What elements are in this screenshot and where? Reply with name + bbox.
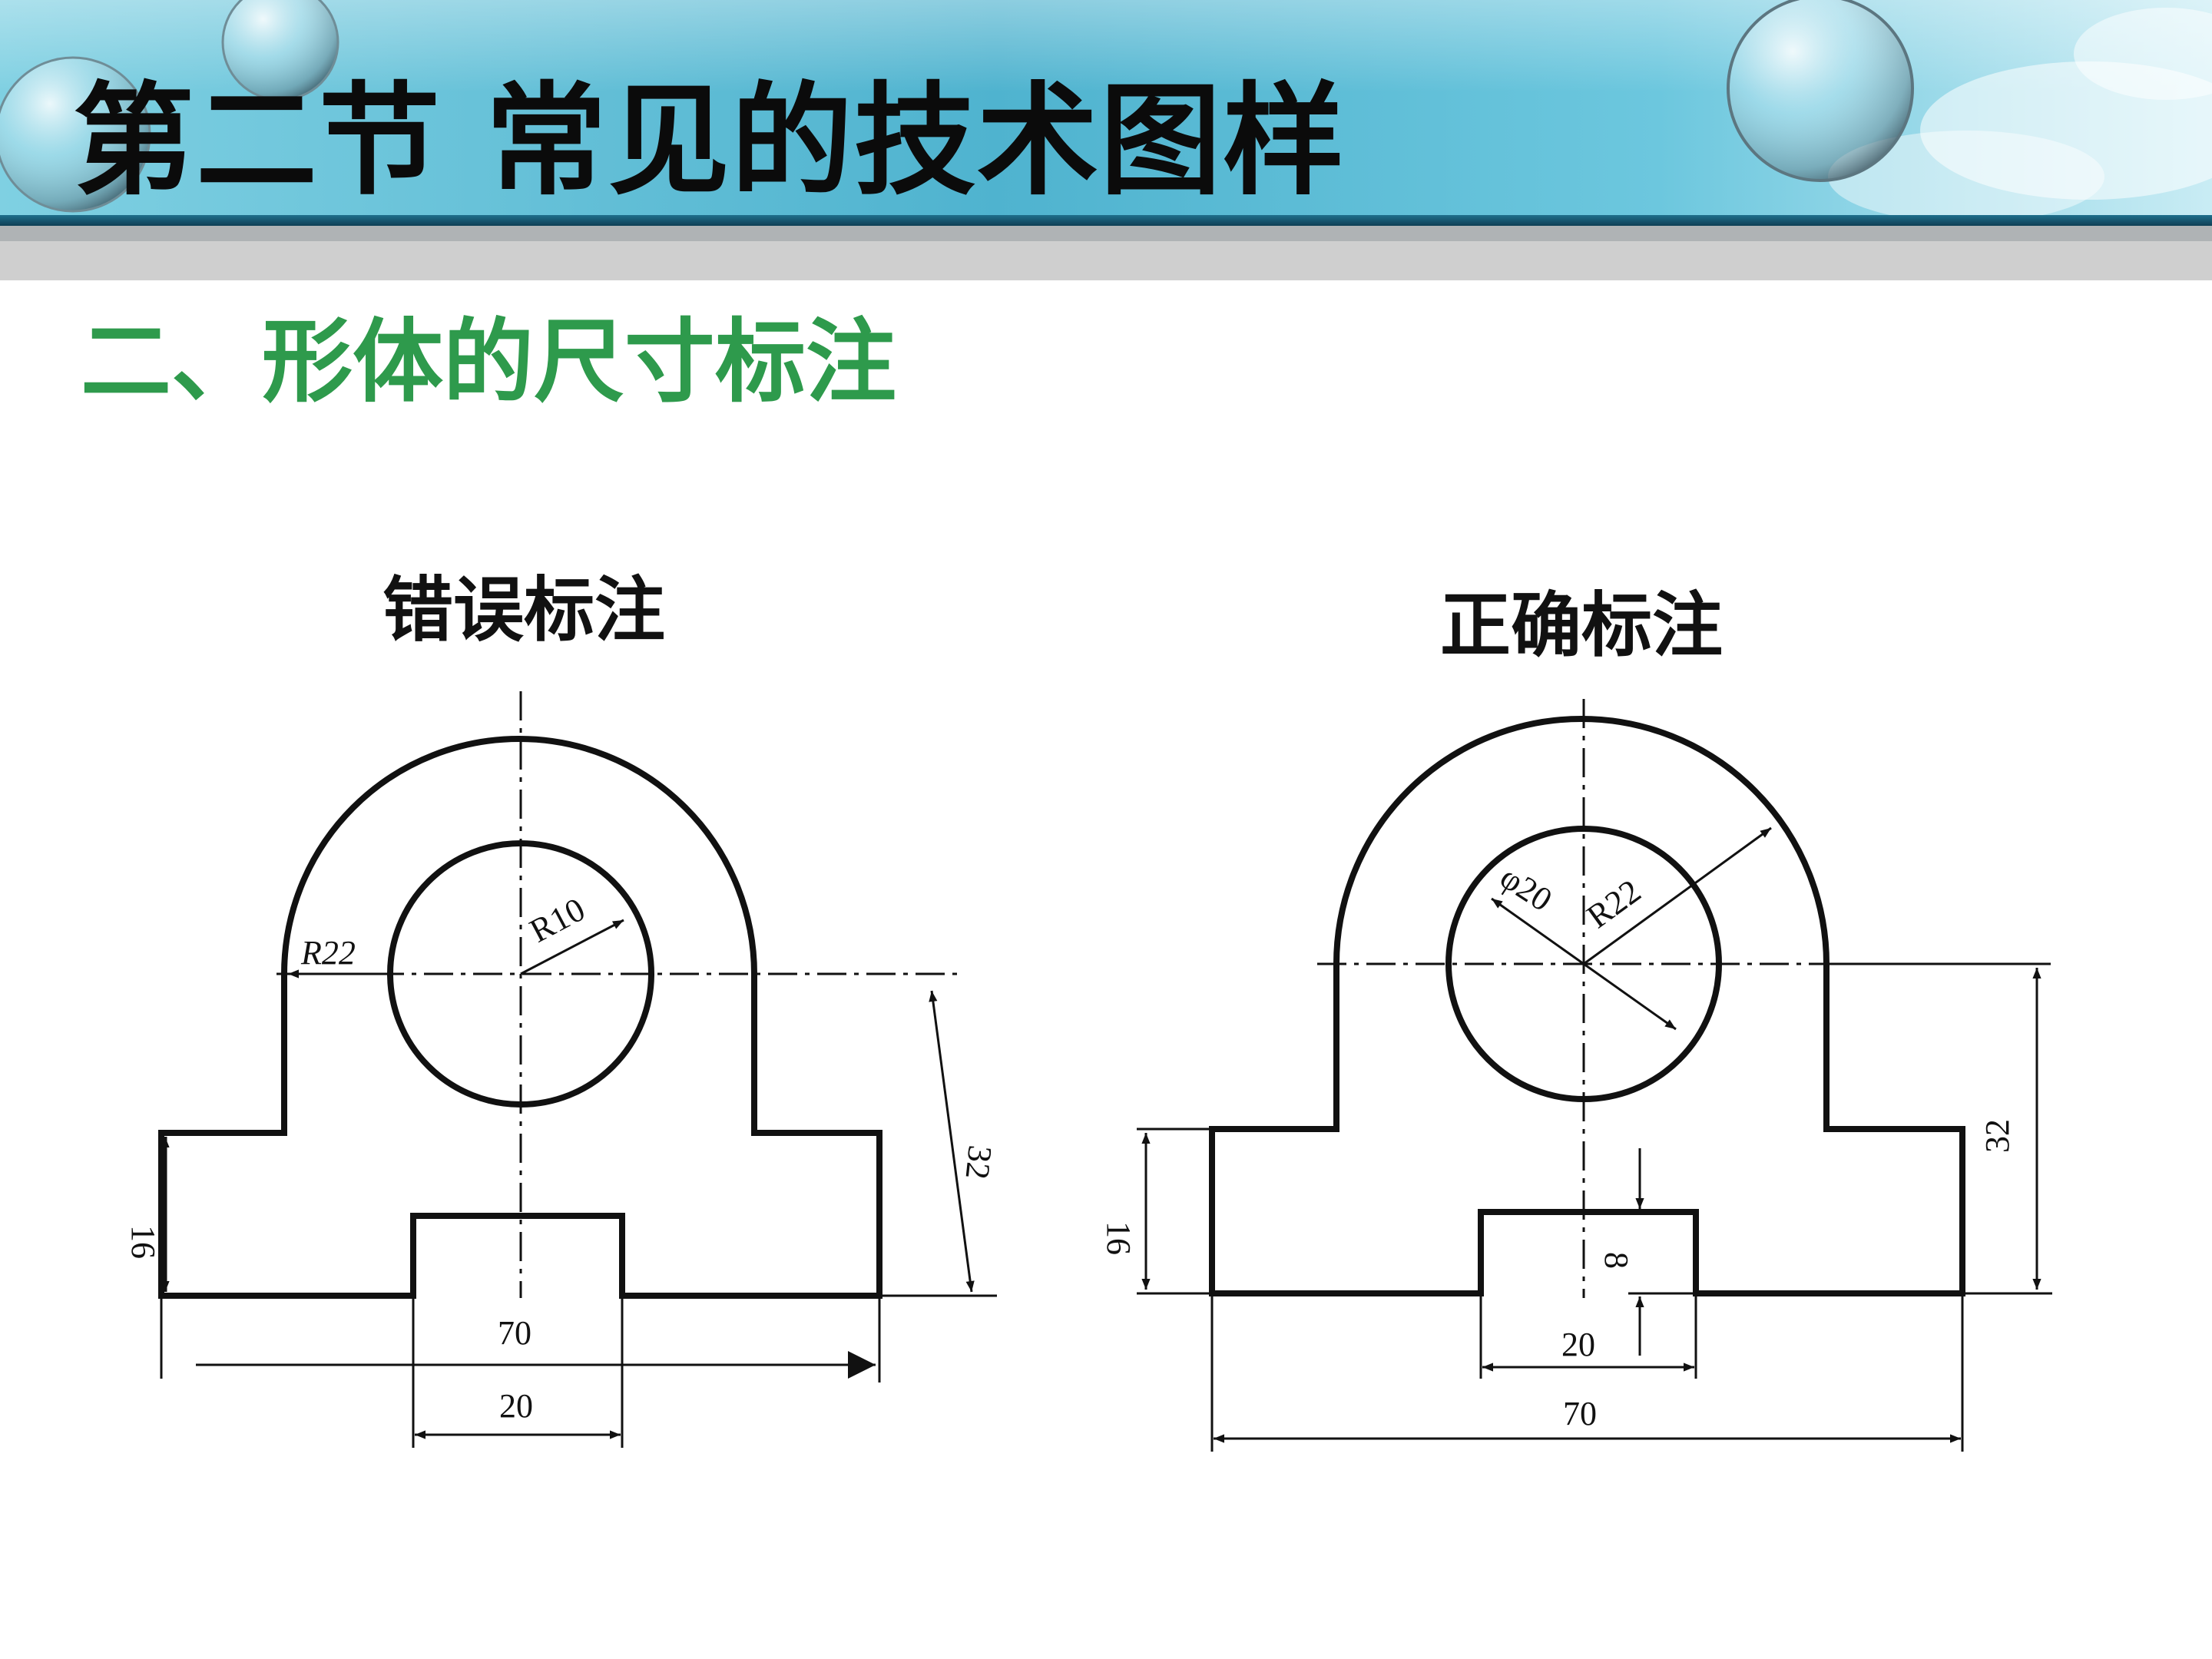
section-heading: 二、形体的尺寸标注 [81, 309, 897, 415]
slide-title: 第二节 常见的技术图样 [73, 71, 1346, 212]
right-dim-8: 8 [1598, 1252, 1635, 1269]
left-caption: 错误标注 [382, 569, 666, 651]
title-banner [0, 0, 2212, 280]
right-dim-16: 16 [1100, 1221, 1137, 1255]
banner-background [0, 0, 2212, 280]
right-drawing: φ20 R22 32 16 8 20 70 [1100, 699, 2052, 1452]
right-outline [1209, 716, 1965, 1296]
left-dim-70: 70 [498, 1314, 531, 1352]
right-caption: 正确标注 [1440, 584, 1724, 667]
left-dim-20: 20 [499, 1387, 533, 1425]
left-dim-16: 16 [124, 1225, 162, 1259]
left-outline [158, 736, 882, 1299]
left-drawing: 32 16 70 20 R10 R22 [124, 691, 999, 1448]
left-dim-32: 32 [958, 1144, 998, 1181]
left-dim-r22: R22 [300, 934, 356, 972]
right-dim-32: 32 [1979, 1119, 2016, 1153]
right-dim-20: 20 [1561, 1326, 1595, 1363]
right-dim-phi20: φ20 [1494, 858, 1559, 919]
right-dim-70: 70 [1563, 1395, 1597, 1432]
left-dim-r10: R10 [524, 890, 591, 950]
